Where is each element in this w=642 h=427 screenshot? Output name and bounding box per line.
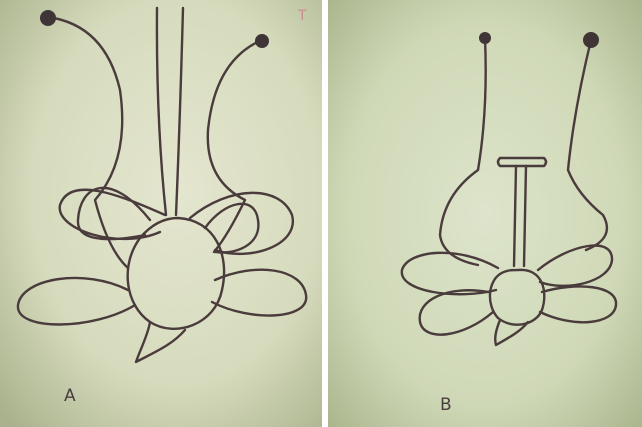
corner-mark: T	[297, 8, 307, 24]
panel-label-b: B	[440, 395, 452, 415]
panel-a-drawing: T A	[0, 0, 322, 427]
panel-a: T A	[0, 0, 322, 427]
panel-b: B	[328, 0, 642, 427]
stamen-left-anther	[40, 10, 56, 26]
panel-label-a: A	[64, 386, 76, 406]
stamen-left-anther	[479, 32, 491, 44]
stamen-right-anther	[583, 32, 599, 48]
stamen-right-anther	[255, 34, 269, 48]
panel-b-drawing: B	[328, 0, 642, 427]
